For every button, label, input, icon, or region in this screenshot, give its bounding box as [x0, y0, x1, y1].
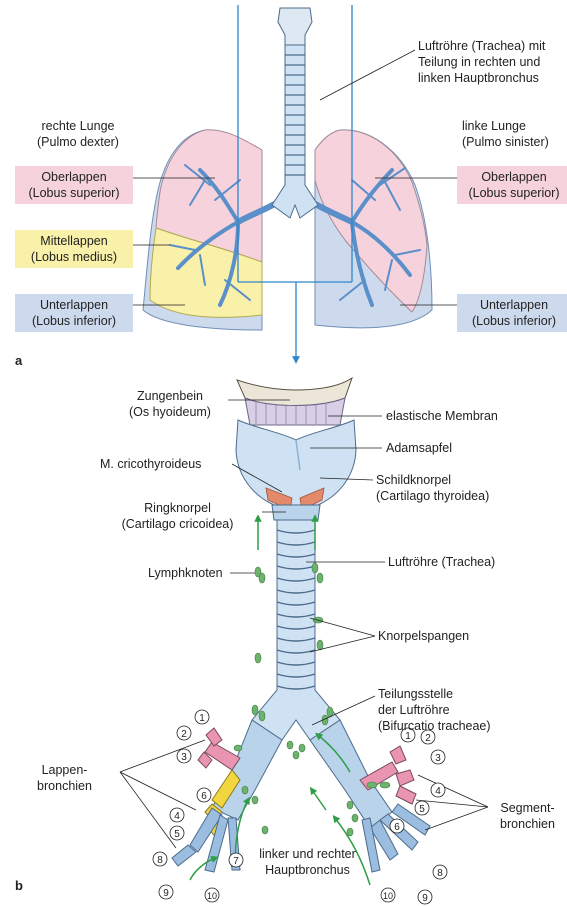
upper-lobe-left-label: Oberlappen (Lobus superior): [457, 166, 567, 204]
seg-l-3: 3: [435, 753, 441, 764]
seg-l-10: 10: [383, 891, 393, 901]
trachea-b: [252, 520, 340, 740]
seg-r-8: 8: [157, 855, 163, 866]
seg-r-5: 5: [174, 829, 180, 840]
seg-r-4: 4: [174, 811, 180, 822]
cartilage-rings-label: Knorpelspangen: [378, 628, 469, 644]
trachea-label-a: Luftröhre (Trachea) mit Teilung in recht…: [418, 38, 545, 86]
trachea-a: [272, 45, 318, 218]
middle-lobe-label: Mittellappen (Lobus medius): [15, 230, 133, 268]
main-bronchi-label: linker und rechter Hauptbronchus: [245, 846, 370, 878]
cricoid-label: Ringknorpel (Cartilago cricoidea): [95, 500, 260, 532]
seg-l-2: 2: [425, 733, 431, 744]
thyroid-cartilage-label: Schildknorpel (Cartilago thyroidea): [376, 472, 489, 504]
seg-r-6: 6: [201, 791, 207, 802]
segment-bronchi-label: Segment- bronchien: [490, 800, 565, 832]
larynx-a: [278, 8, 312, 45]
thyroid-cartilage: [236, 420, 356, 505]
trachea-label-b: Luftröhre (Trachea): [388, 554, 495, 570]
panel-letter-a: a: [15, 353, 22, 368]
seg-r-10: 10: [207, 891, 217, 901]
panel-letter-b: b: [15, 878, 23, 893]
cricothyroid-label: M. cricothyroideus: [100, 456, 201, 472]
lymph-nodes-label: Lymphknoten: [148, 565, 223, 581]
bifurcation-label: Teilungsstelle der Luftröhre (Bifurcatio…: [378, 686, 491, 734]
seg-l-5: 5: [419, 804, 425, 815]
seg-r-2: 2: [181, 729, 187, 740]
seg-r-3: 3: [181, 752, 187, 763]
seg-l-6: 6: [394, 822, 400, 833]
lower-lobe-left-label: Unterlappen (Lobus inferior): [457, 294, 567, 332]
seg-l-9: 9: [422, 893, 428, 904]
hyoid-label: Zungenbein (Os hyoideum): [112, 388, 228, 420]
panel-a-figure: [122, 5, 457, 360]
seg-r-9: 9: [163, 888, 169, 899]
upper-lobe-right-label: Oberlappen (Lobus superior): [15, 166, 133, 204]
right-lung-label: rechte Lunge (Pulmo dexter): [28, 118, 128, 150]
lower-lobe-right-label: Unterlappen (Lobus inferior): [15, 294, 133, 332]
membrane-label: elastische Membran: [386, 408, 498, 424]
left-lung-label: linke Lunge (Pulmo sinister): [462, 118, 549, 150]
seg-l-8: 8: [437, 868, 443, 879]
seg-r-1: 1: [199, 713, 205, 724]
seg-l-4: 4: [435, 786, 441, 797]
cricoid-cartilage: [272, 505, 320, 520]
seg-r-7: 7: [233, 856, 239, 867]
lobar-bronchi-label: Lappen- bronchien: [12, 762, 117, 794]
adams-apple-label: Adamsapfel: [386, 440, 452, 456]
